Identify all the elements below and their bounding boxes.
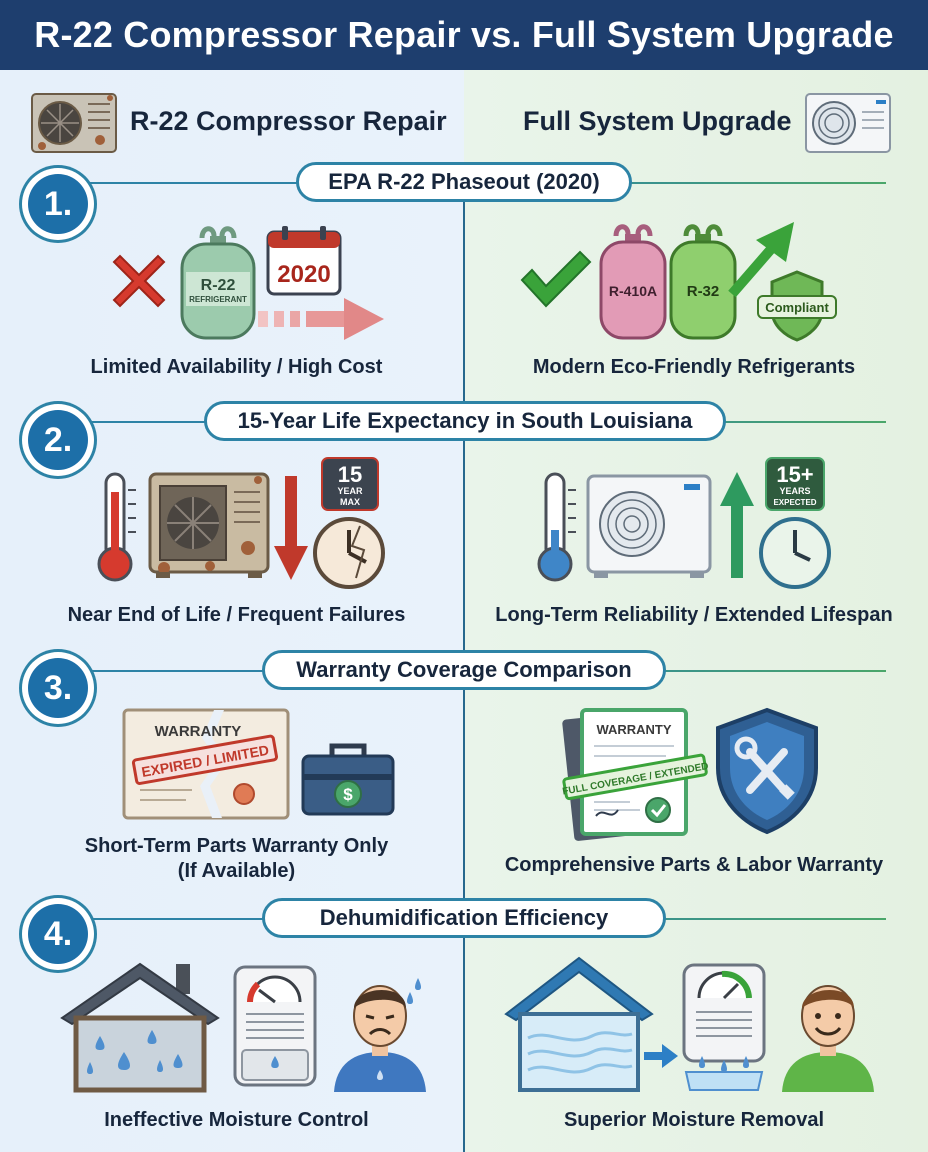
tank-sublabel: REFRIGERANT <box>189 295 247 304</box>
new-ac-unit-icon <box>805 93 891 153</box>
years-expected-sub-1: YEARS <box>779 486 810 496</box>
section-3-badge: 3. <box>22 652 94 724</box>
warranty-certificate-icon: WARRANTY EXPIRED / LIMITED <box>122 708 290 820</box>
certificate-title: WARRANTY <box>155 723 242 740</box>
arrow-up-icon <box>720 472 754 578</box>
section-3-left-caption-line-1: Short-Term Parts Warranty Only <box>84 835 389 857</box>
clock-icon <box>313 517 385 589</box>
cool-thermometer-icon <box>537 472 576 582</box>
section-4-right-caption: Superior Moisture Removal <box>563 1109 825 1131</box>
modern-ac-unit-icon <box>586 474 712 578</box>
modern-dehumidifier-icon <box>682 963 766 1091</box>
section-4-left-caption: Ineffective Moisture Control <box>104 1109 369 1131</box>
toolbox-dollar: $ <box>343 785 353 804</box>
check-icon <box>520 250 592 308</box>
warranty-document-title: WARRANTY <box>596 722 671 737</box>
year-max-badge: 15 YEAR MAX <box>321 457 379 511</box>
page-title: R-22 Compressor Repair vs. Full System U… <box>34 14 894 55</box>
year-max-number: 15 <box>338 462 362 487</box>
section-4-number: 4. <box>28 904 88 964</box>
section-2-right-caption: Long-Term Reliability / Extended Lifespa… <box>495 604 893 626</box>
section-1-title: EPA R-22 Phaseout (2020) <box>296 162 632 202</box>
section-2-left-caption: Near End of Life / Frequent Failures <box>67 604 406 626</box>
fresh-house-icon <box>504 956 654 1092</box>
years-expected-badge: 15+ YEARS EXPECTED <box>765 457 825 511</box>
section-3-right-caption: Comprehensive Parts & Labor Warranty <box>504 854 884 876</box>
arrow-right-small-icon <box>644 1044 678 1068</box>
refrigerant-tank-r410a-icon: R-410A <box>599 224 667 340</box>
section-1-badge: 1. <box>22 168 94 240</box>
old-ac-unit-icon <box>31 93 117 153</box>
happy-person-icon <box>782 985 874 1092</box>
section-1-left-caption: Limited Availability / High Cost <box>90 356 383 378</box>
warranty-document-icon: WARRANTY FULL COVERAGE / EXTENDED <box>562 708 709 841</box>
right-column-header: Full System Upgrade <box>523 106 792 136</box>
refrigerant-tank-icon: R-22 REFRIGERANT <box>180 226 256 340</box>
trend-up-arrow-icon <box>728 222 794 298</box>
tank-a-label: R-410A <box>609 283 657 299</box>
refrigerant-tank-r32-icon: R-32 <box>669 224 737 340</box>
section-2-badge: 2. <box>22 404 94 476</box>
section-1-right-caption: Modern Eco-Friendly Refrigerants <box>532 356 856 378</box>
thermometer-icon <box>97 472 136 582</box>
calendar-icon: 2020 <box>266 226 342 296</box>
cross-icon <box>112 254 166 308</box>
section-3-left-caption: Short-Term Parts Warranty Only (If Avail… <box>40 834 433 884</box>
year-max-sub-2: MAX <box>340 497 360 507</box>
years-expected-sub-2: EXPECTED <box>773 498 816 507</box>
green-clock-icon <box>759 517 831 589</box>
tank-label: R-22 <box>201 277 236 294</box>
section-2-number: 2. <box>28 410 88 470</box>
shield-wrench-icon <box>716 707 818 835</box>
section-4-title: Dehumidification Efficiency <box>262 898 666 938</box>
humid-house-icon <box>60 962 220 1093</box>
title-bar: R-22 Compressor Repair vs. Full System U… <box>0 0 928 70</box>
shield-icon: Compliant <box>757 270 837 342</box>
arrow-right-icon <box>258 298 384 340</box>
sad-person-icon <box>334 978 426 1092</box>
rusty-ac-unit-icon <box>148 472 270 578</box>
left-column-header: R-22 Compressor Repair <box>130 106 447 136</box>
section-3-left-caption-line-2: (If Available) <box>177 860 296 882</box>
years-expected-number: 15+ <box>776 462 813 487</box>
year-max-sub-1: YEAR <box>337 486 363 496</box>
calendar-year: 2020 <box>277 261 330 288</box>
toolbox-icon: $ <box>301 743 395 816</box>
section-3-title: Warranty Coverage Comparison <box>262 650 666 690</box>
shield-label: Compliant <box>765 300 829 315</box>
tank-b-label: R-32 <box>687 283 720 300</box>
section-3-number: 3. <box>28 658 88 718</box>
section-1-number: 1. <box>28 174 88 234</box>
arrow-down-icon <box>274 476 308 580</box>
section-4-badge: 4. <box>22 898 94 970</box>
section-2-title: 15-Year Life Expectancy in South Louisia… <box>204 401 726 441</box>
dehumidifier-icon <box>233 965 317 1087</box>
